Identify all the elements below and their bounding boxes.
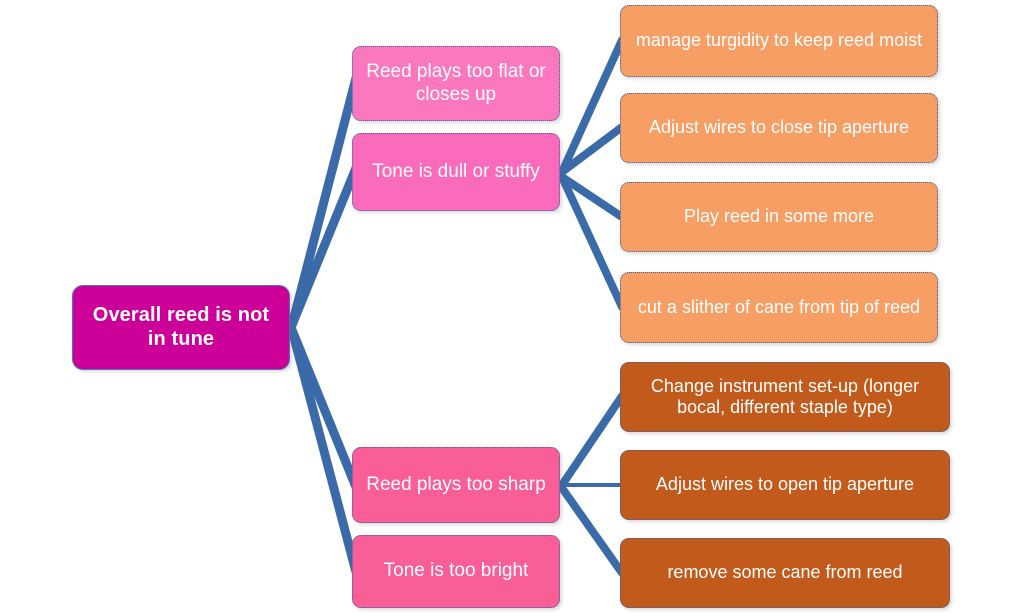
connector-root-to-reed-plays-too-flat — [287, 73, 361, 330]
node-leaf-cut-slither-cane-label: cut a slither of cane from tip of reed — [637, 296, 921, 317]
node-branch-tone-is-too-bright-label: Tone is too bright — [383, 560, 529, 582]
node-root-label: Overall reed is not in tune — [92, 303, 270, 350]
connector-root-to-reed-plays-too-sharp — [287, 325, 361, 492]
connector-root-to-tone-is-dull-or-stuffy — [287, 163, 361, 330]
node-leaf-play-reed-in-label: Play reed in some more — [683, 206, 875, 227]
connector-dull-to-manage-turgidity — [558, 36, 626, 176]
node-branch-tone-is-dull-or-stuffy-label: Tone is dull or stuffy — [372, 160, 540, 182]
node-leaf-manage-turgidity[interactable]: manage turgidity to keep reed moist — [620, 5, 938, 77]
node-leaf-adjust-wires-close-label: Adjust wires to close tip aperture — [648, 117, 910, 138]
node-branch-reed-plays-too-sharp[interactable]: Reed plays too sharp — [352, 447, 560, 523]
node-branch-reed-plays-too-flat-label: Reed plays too flat or closes up — [366, 61, 546, 105]
node-leaf-adjust-wires-open[interactable]: Adjust wires to open tip aperture — [620, 450, 950, 520]
node-branch-reed-plays-too-flat[interactable]: Reed plays too flat or closes up — [352, 46, 560, 121]
node-leaf-play-reed-in[interactable]: Play reed in some more — [620, 182, 938, 252]
node-leaf-remove-some-cane[interactable]: remove some cane from reed — [620, 538, 950, 608]
node-leaf-manage-turgidity-label: manage turgidity to keep reed moist — [635, 30, 923, 51]
connector-dull-to-cut-slither-cane — [558, 173, 626, 311]
node-branch-tone-is-too-bright[interactable]: Tone is too bright — [352, 535, 560, 608]
node-leaf-cut-slither-cane[interactable]: cut a slither of cane from tip of reed — [620, 272, 938, 343]
connector-root-to-tone-is-too-bright — [287, 325, 361, 577]
node-leaf-remove-some-cane-label: remove some cane from reed — [667, 562, 903, 583]
node-branch-reed-plays-too-sharp-label: Reed plays too sharp — [366, 473, 546, 495]
node-leaf-change-instrument-setup-label: Change instrument set-up (longer bocal, … — [650, 375, 920, 417]
node-leaf-change-instrument-setup[interactable]: Change instrument set-up (longer bocal, … — [620, 362, 950, 432]
connector-sharp-to-remove-some-cane — [558, 484, 626, 577]
connector-sharp-to-change-instrument-setup — [558, 392, 626, 489]
connector-dull-to-play-reed-in — [558, 173, 626, 221]
connector-dull-to-adjust-wires-close — [558, 123, 626, 176]
node-branch-tone-is-dull-or-stuffy[interactable]: Tone is dull or stuffy — [352, 133, 560, 211]
node-leaf-adjust-wires-open-label: Adjust wires to open tip aperture — [655, 474, 915, 495]
node-root[interactable]: Overall reed is not in tune — [72, 285, 290, 370]
node-leaf-adjust-wires-close[interactable]: Adjust wires to close tip aperture — [620, 93, 938, 163]
